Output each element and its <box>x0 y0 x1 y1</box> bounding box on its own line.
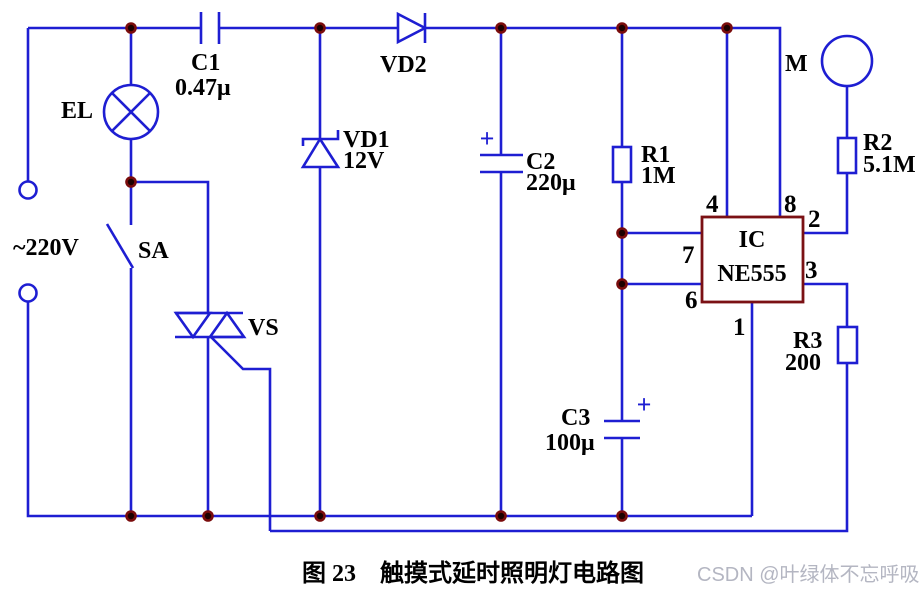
c3-value-label: 100μ <box>545 430 595 456</box>
electrode-icon <box>820 34 874 88</box>
ic-pin-4-label: 4 <box>706 191 719 218</box>
capacitor-plates-icon <box>480 153 523 174</box>
vs-ref-label: VS <box>248 315 279 341</box>
lamp-EL: EL <box>61 83 160 141</box>
r3-ref-label: R3 <box>793 328 822 354</box>
c2-polarity-plus: + <box>480 124 495 153</box>
ac-terminal-top <box>18 180 38 200</box>
c1-ref-label: C1 <box>191 50 220 76</box>
wires <box>26 26 849 533</box>
diode-triangle-icon <box>396 11 428 45</box>
capacitor-plates-icon <box>604 419 640 440</box>
zener-triangle-icon <box>300 136 341 169</box>
m-ref-label: M <box>785 51 808 77</box>
junction-dots <box>125 22 733 522</box>
c2-value-label: 220μ <box>526 170 576 196</box>
ic-pin-8-label: 8 <box>784 191 797 218</box>
r3-value-label: 200 <box>785 350 821 376</box>
lamp-icon <box>102 83 160 141</box>
lamp-ref-label: EL <box>61 98 93 124</box>
ic-part-label: NE555 <box>717 261 786 287</box>
capacitor-C3: + C3 100μ <box>545 390 651 456</box>
r2-value-label: 5.1M <box>863 152 916 178</box>
ac-terminal-bottom <box>18 283 38 303</box>
ic-pin-7-label: 7 <box>682 242 695 269</box>
lamp-cross-icon <box>111 92 151 132</box>
c3-polarity-plus: + <box>637 390 652 419</box>
c1-value-label: 0.47μ <box>175 75 231 101</box>
r1-value-label: 1M <box>641 163 676 189</box>
triac-triangle-right-icon <box>207 310 247 339</box>
c3-ref-label: C3 <box>561 405 590 431</box>
switch-SA: SA <box>138 238 169 264</box>
resistor-body-icon <box>836 136 858 175</box>
r1-ref-label: R1 <box>641 142 670 168</box>
r2-ref-label: R2 <box>863 130 892 156</box>
resistor-body-icon <box>611 145 633 184</box>
switch-ref-label: SA <box>138 238 169 264</box>
c2-ref-label: C2 <box>526 149 555 175</box>
vd2-ref-label: VD2 <box>380 52 427 78</box>
capacitor-plates-icon <box>199 12 221 44</box>
ac-source: ~220V <box>13 180 79 303</box>
vd1-value-label: 12V <box>343 148 385 174</box>
figure-caption: 图 23 触摸式延时照明灯电路图 <box>302 559 644 587</box>
vd1-ref-label: VD1 <box>343 127 390 153</box>
ac-source-label: ~220V <box>13 235 79 261</box>
ic-pin-1-label: 1 <box>733 314 746 341</box>
resistor-body-icon <box>836 325 859 365</box>
capacitor-C2: + C2 220μ <box>480 124 576 196</box>
capacitor-C1: C1 0.47μ <box>175 12 231 101</box>
ic-pin-2-label: 2 <box>808 206 821 233</box>
ic-ref-label: IC <box>739 227 766 253</box>
ic-pin-6-label: 6 <box>685 287 698 314</box>
triac-VS: VS <box>173 310 279 341</box>
electrode-M: M <box>785 34 874 88</box>
watermark: CSDN @叶绿体不忘呼吸 <box>697 563 920 586</box>
diode-VD2: VD2 <box>380 11 428 78</box>
triac-triangle-left-icon <box>173 311 213 340</box>
resistor-R1: R1 1M <box>611 142 676 189</box>
resistor-R2: R2 5.1M <box>836 130 916 178</box>
ic-NE555: IC NE555 4 8 2 7 3 6 1 <box>682 191 821 341</box>
ic-pin-3-label: 3 <box>805 257 818 284</box>
zener-VD1: VD1 12V <box>300 127 390 174</box>
ic-body <box>700 215 805 304</box>
resistor-R3: R3 200 <box>785 325 859 376</box>
